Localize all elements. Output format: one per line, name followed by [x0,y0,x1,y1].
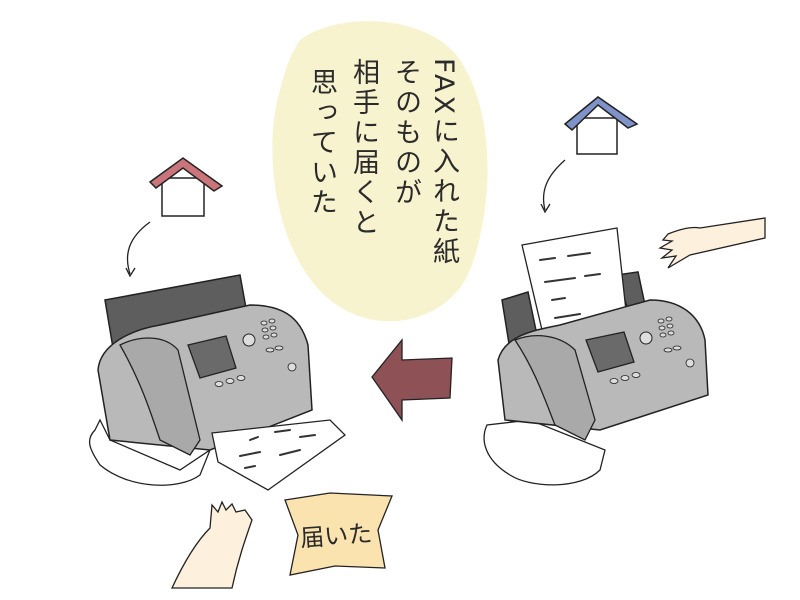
right-curve-arrow-icon [542,159,566,211]
thought-bubble [272,21,488,322]
reaching-hand-right [658,217,766,269]
left-fax-machine [88,274,347,491]
left-arrow-icon [371,338,453,423]
bubble-line-3: 相手に届くと [348,58,379,238]
received-label-paper [284,492,393,576]
bubble-line-4: 思っていた [306,68,337,218]
right-house-icon [563,96,639,155]
bubble-line-1: FAXに入れた紙 [428,58,459,268]
reaching-hand-bottom [170,500,253,589]
left-curve-arrow-icon [126,221,151,275]
right-fax-machine [483,227,709,486]
received-label-text: 届いた [299,519,374,553]
bubble-line-2: そのものが [390,58,421,208]
left-house-icon [148,157,224,217]
